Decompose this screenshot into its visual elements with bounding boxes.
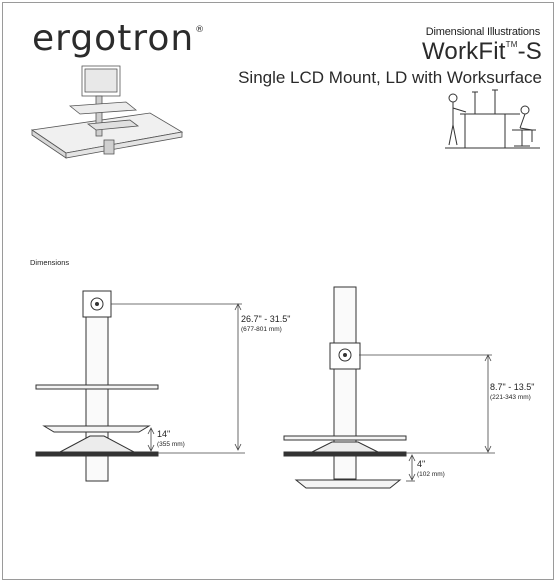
right-lower-dimension: 4": [417, 459, 425, 469]
logo-text: ergotron: [32, 18, 195, 59]
right-dimension-lines: [359, 354, 495, 482]
page-frame: [2, 2, 554, 580]
product-name: WorkFitTM-S: [422, 38, 542, 65]
document-kind: Dimensional Illustrations: [425, 26, 540, 38]
left-dimension-lines: [111, 303, 245, 454]
left-lower-dimension: 14": [157, 429, 170, 439]
left-height-range: 26.7" - 31.5": [241, 314, 290, 324]
product-title: WorkFitTM-S: [422, 38, 542, 66]
model-subtitle: Single LCD Mount, LD with Worksurface: [238, 68, 542, 87]
product-photo-illustration: [30, 65, 184, 159]
right-elevation-drawing: [283, 286, 407, 489]
left-lower-dimension-mm: (355 mm): [157, 441, 185, 448]
left-elevation-drawing: [35, 290, 159, 482]
right-height-range-mm: (221-343 mm): [490, 394, 531, 401]
trademark-mark: TM: [505, 40, 518, 49]
dimensions-heading: Dimensions: [30, 258, 70, 267]
ergotron-logo: ergotron®: [32, 18, 204, 59]
left-height-range-mm: (677-801 mm): [241, 326, 282, 333]
right-lower-dimension-mm: (102 mm): [417, 471, 445, 478]
ergonomic-figures-icon: [445, 89, 540, 149]
right-height-range: 8.7" - 13.5": [490, 382, 534, 392]
registered-mark: ®: [195, 25, 206, 35]
